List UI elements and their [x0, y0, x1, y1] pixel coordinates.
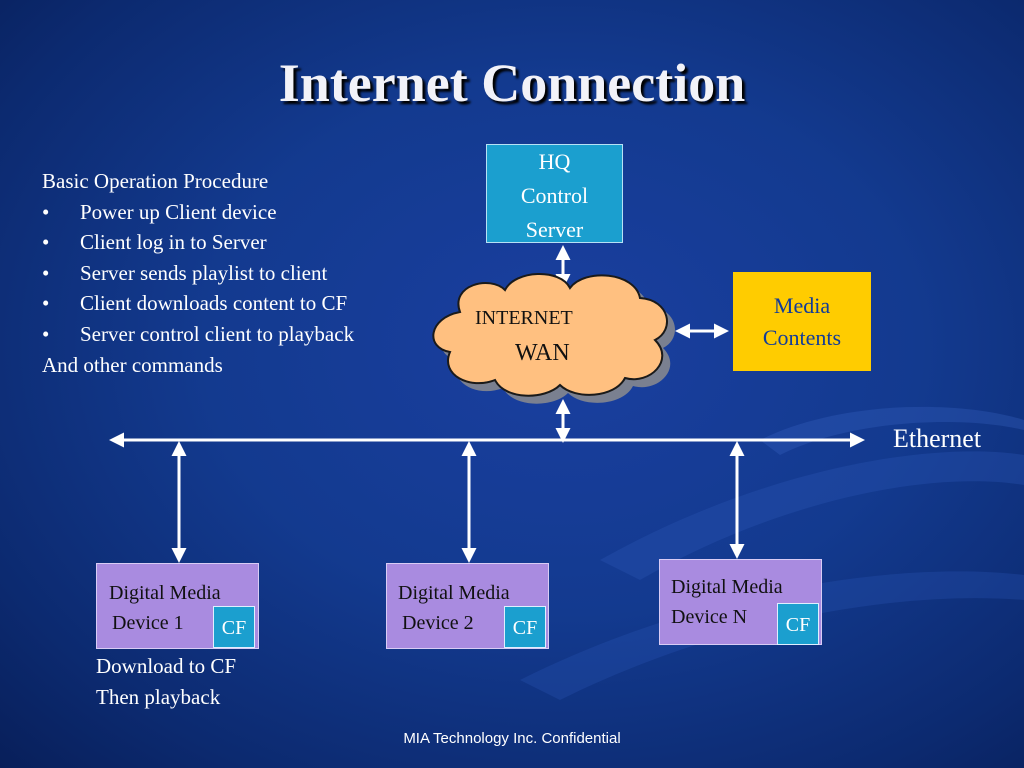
device-note: Download to CF Then playback — [96, 651, 236, 713]
procedure-item: • Server sends playlist to client — [42, 258, 354, 289]
cloud-label-wan: WAN — [515, 340, 570, 366]
media-line1: Media — [773, 293, 831, 318]
procedure-item: • Power up Client device — [42, 197, 354, 228]
media-contents-box: Media Contents — [733, 272, 871, 371]
procedure-heading: Basic Operation Procedure — [42, 169, 269, 193]
cloud-label-internet: INTERNET — [475, 307, 573, 329]
device-box-n: Digital Media Device N CF — [659, 559, 822, 645]
device-line1: Digital Media — [109, 582, 221, 604]
device-line1: Digital Media — [671, 576, 783, 598]
cf-card: CF — [213, 606, 255, 648]
procedure-item-text: Server control client to playback — [80, 321, 355, 346]
bullet: • — [42, 321, 50, 346]
bullet: • — [42, 260, 50, 285]
bullet: • — [42, 199, 50, 224]
device-box-2: Digital Media Device 2 CF — [386, 563, 549, 649]
footer-confidential: MIA Technology Inc. Confidential — [403, 730, 621, 747]
procedure-item-text: Power up Client device — [80, 199, 277, 224]
hq-control-server-box: HQ Control Server — [486, 144, 623, 243]
device-box-1: Digital Media Device 1 CF — [96, 563, 259, 649]
note-line1: Download to CF — [96, 654, 237, 678]
cf-card: CF — [504, 606, 546, 648]
procedure-item: • Server control client to playback — [42, 319, 354, 350]
procedure-closing: And other commands — [42, 352, 223, 377]
hq-line3: Server — [525, 217, 584, 242]
ethernet-label: Ethernet — [893, 424, 982, 453]
procedure-item-text: Server sends playlist to client — [80, 260, 328, 285]
hq-line1: HQ — [538, 149, 571, 174]
procedure-item-text: Client downloads content to CF — [80, 291, 348, 316]
device-line2: Device N — [671, 606, 748, 628]
procedure-item-text: Client log in to Server — [80, 230, 267, 255]
device-line2: Device 2 — [402, 612, 474, 634]
hq-line2: Control — [520, 183, 589, 208]
device-line1: Digital Media — [398, 582, 510, 604]
note-line2: Then playback — [96, 685, 221, 709]
procedure-list: Basic Operation Procedure • Power up Clie… — [42, 166, 354, 380]
cf-card: CF — [777, 603, 819, 645]
device-line2: Device 1 — [112, 612, 184, 634]
media-line2: Contents — [762, 325, 842, 350]
bullet: • — [42, 230, 50, 255]
procedure-item: • Client downloads content to CF — [42, 288, 354, 319]
procedure-item: • Client log in to Server — [42, 227, 354, 258]
slide-title: Internet Connection — [278, 53, 746, 113]
bullet: • — [42, 291, 50, 316]
